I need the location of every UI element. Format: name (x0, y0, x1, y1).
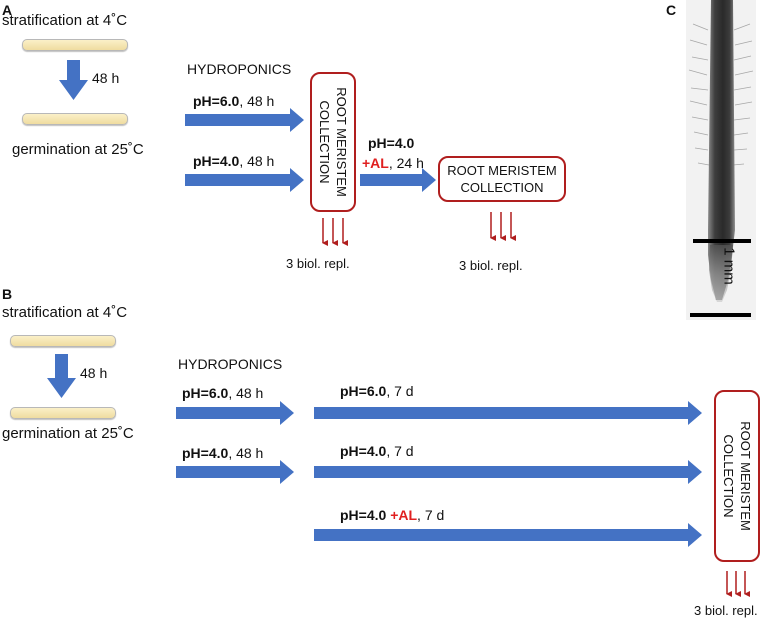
b-ph6-value: pH=6.0 (182, 385, 229, 401)
a-stratification-label: stratification at 4˚C (2, 12, 128, 29)
b-arrow-long1 (314, 401, 702, 425)
a-ph4-value: pH=4.0 (193, 153, 240, 169)
a-replicate-arrows-2 (490, 212, 516, 241)
b-replicate-arrows (726, 571, 750, 597)
a-arrow-al (360, 168, 436, 192)
a-al-ph-label: pH=4.0 (368, 135, 415, 151)
b-ph4-duration: , 48 h (228, 445, 264, 461)
a-al-label: +AL, 24 h (362, 155, 424, 171)
a-ph6-label: pH=6.0, 48 h (193, 93, 274, 109)
a-al-duration: , 24 h (388, 155, 424, 171)
a-arrow-ph4 (185, 168, 304, 192)
b-arrow-long2 (314, 460, 702, 484)
a-duration-label: 48 h (92, 70, 120, 86)
b-hydroponics-label: HYDROPONICS (178, 356, 283, 372)
a-collection-2-line2: COLLECTION (460, 180, 544, 195)
panel-a-letter: A (2, 2, 13, 18)
b-long3-duration: , 7 d (417, 507, 445, 523)
a-petri-dish-top (22, 39, 128, 51)
b-collection-box-text: ROOT MERISTEM COLLECTION (720, 421, 754, 531)
b-long2-duration: , 7 d (386, 443, 414, 459)
b-replicates: 3 biol. repl. (694, 603, 758, 618)
a-collection-box-1-text: ROOT MERISTEM COLLECTION (316, 87, 350, 197)
b-down-arrow (47, 354, 76, 398)
b-long2-value: pH=4.0 (340, 443, 387, 459)
a-down-arrow (59, 60, 88, 100)
b-long1-label: pH=6.0, 7 d (340, 383, 414, 399)
a-collection-1-line1: ROOT MERISTEM (334, 87, 349, 197)
b-stratification-label: stratification at 4˚C (2, 304, 128, 321)
b-ph6-duration: , 48 h (228, 385, 264, 401)
a-petri-dish-bottom (22, 113, 128, 125)
b-collection-line1: ROOT MERISTEM (738, 421, 753, 531)
a-ph6-value: pH=6.0 (193, 93, 240, 109)
b-petri-dish-top (10, 335, 116, 347)
b-ph6-label: pH=6.0, 48 h (182, 385, 263, 401)
b-long3-label: pH=4.0 +AL, 7 d (340, 507, 444, 523)
a-ph6-duration: , 48 h (239, 93, 275, 109)
b-arrow-ph6 (176, 401, 294, 425)
a-ph4-duration: , 48 h (239, 153, 275, 169)
b-petri-dish-bottom (10, 407, 116, 419)
a-hydroponics-label: HYDROPONICS (187, 61, 292, 77)
b-long3-al-marker: +AL (390, 507, 418, 523)
b-germination-label: germination at 25˚C (2, 425, 134, 442)
a-replicates-2: 3 biol. repl. (459, 258, 523, 273)
a-collection-box-2: ROOT MERISTEM COLLECTION (438, 156, 566, 202)
a-collection-1-line2: COLLECTION (317, 100, 332, 184)
a-germination-label: germination at 25˚C (12, 141, 144, 158)
b-ph4-value: pH=4.0 (182, 445, 229, 461)
b-arrow-long3 (314, 523, 702, 547)
a-collection-box-1: ROOT MERISTEM COLLECTION (310, 72, 356, 212)
root-micrograph (686, 0, 756, 320)
a-replicate-arrows-1 (322, 218, 348, 246)
b-long1-value: pH=6.0 (340, 383, 387, 399)
b-long3-value: pH=4.0 (340, 507, 387, 523)
a-collection-box-2-text: ROOT MERISTEM COLLECTION (440, 162, 564, 196)
panel-c-letter: C (666, 2, 677, 18)
b-ph4-label: pH=4.0, 48 h (182, 445, 263, 461)
b-collection-line2: COLLECTION (721, 434, 736, 518)
scale-bar-label: 1 mm (720, 247, 738, 285)
a-collection-2-line1: ROOT MERISTEM (447, 163, 557, 178)
panel-b-letter: B (2, 286, 13, 302)
a-ph4-label: pH=4.0, 48 h (193, 153, 274, 169)
b-duration-label: 48 h (80, 365, 108, 381)
b-arrow-ph4 (176, 460, 294, 484)
a-replicates-1: 3 biol. repl. (286, 256, 350, 271)
a-arrow-ph6 (185, 108, 304, 132)
a-al-marker: +AL (362, 155, 389, 171)
b-long2-label: pH=4.0, 7 d (340, 443, 414, 459)
b-collection-box: ROOT MERISTEM COLLECTION (714, 390, 760, 562)
b-long1-duration: , 7 d (386, 383, 414, 399)
